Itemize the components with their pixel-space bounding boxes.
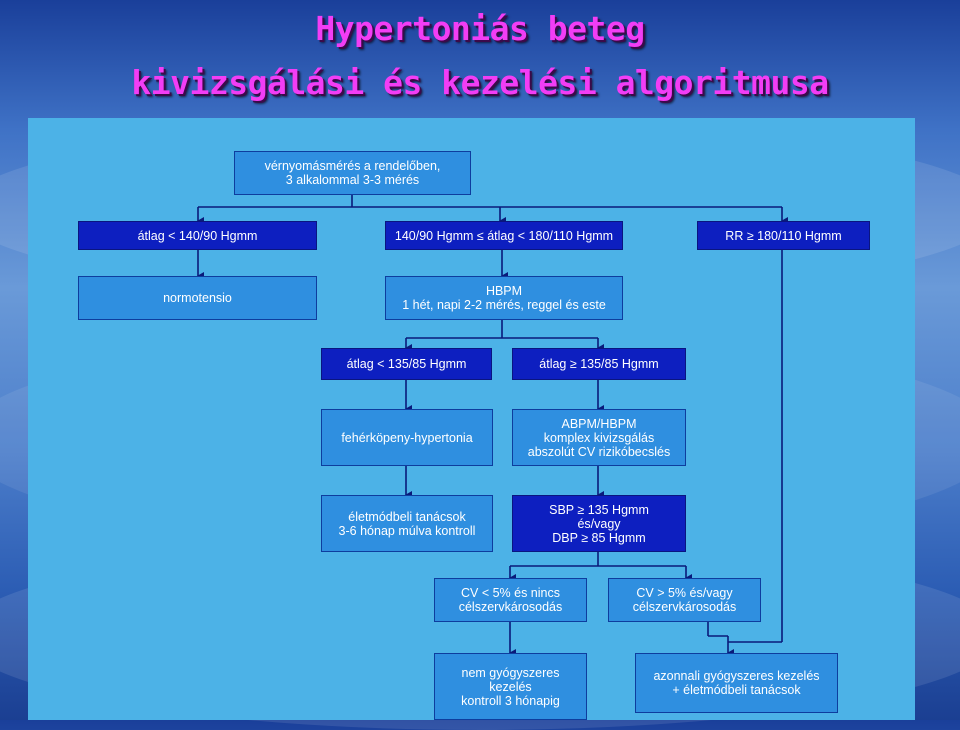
hbpm-avg-above-135-box: átlag ≥ 135/85 Hgmm xyxy=(512,348,686,380)
avg-below-140-box: átlag < 140/90 Hgmm xyxy=(78,221,317,250)
white-coat-hypertension-box: fehérköpeny-hypertonia xyxy=(321,409,493,466)
cv-high-risk-box: CV > 5% és/vagy célszervkárosodás xyxy=(608,578,761,622)
sbp-dbp-threshold-box: SBP ≥ 135 Hgmm és/vagy DBP ≥ 85 Hgmm xyxy=(512,495,686,552)
flowchart-panel: vérnyomásmérés a rendelőben, 3 alkalomma… xyxy=(28,118,915,720)
hbpm-avg-below-135-box: átlag < 135/85 Hgmm xyxy=(321,348,492,380)
cv-low-risk-box: CV < 5% és nincs célszervkárosodás xyxy=(434,578,587,622)
non-drug-treatment-box: nem gyógyszeres kezelés kontroll 3 hónap… xyxy=(434,653,587,720)
hbpm-box: HBPM 1 hét, napi 2-2 mérés, reggel és es… xyxy=(385,276,623,320)
immediate-drug-treatment-box: azonnali gyógyszeres kezelés + életmódbe… xyxy=(635,653,838,713)
avg-140-180-box: 140/90 Hgmm ≤ átlag < 180/110 Hgmm xyxy=(385,221,623,250)
measurement-box: vérnyomásmérés a rendelőben, 3 alkalomma… xyxy=(234,151,471,195)
slide-title-line-2: kivizsgálási és kezelési algoritmusa xyxy=(131,63,829,102)
abpm-assessment-box: ABPM/HBPM komplex kivizsgálás abszolút C… xyxy=(512,409,686,466)
normotensio-box: normotensio xyxy=(78,276,317,320)
rr-above-180-box: RR ≥ 180/110 Hgmm xyxy=(697,221,870,250)
lifestyle-advice-box: életmódbeli tanácsok 3-6 hónap múlva kon… xyxy=(321,495,493,552)
slide-title-line-1: Hypertoniás beteg xyxy=(315,9,645,48)
flowchart-connectors xyxy=(197,195,788,657)
